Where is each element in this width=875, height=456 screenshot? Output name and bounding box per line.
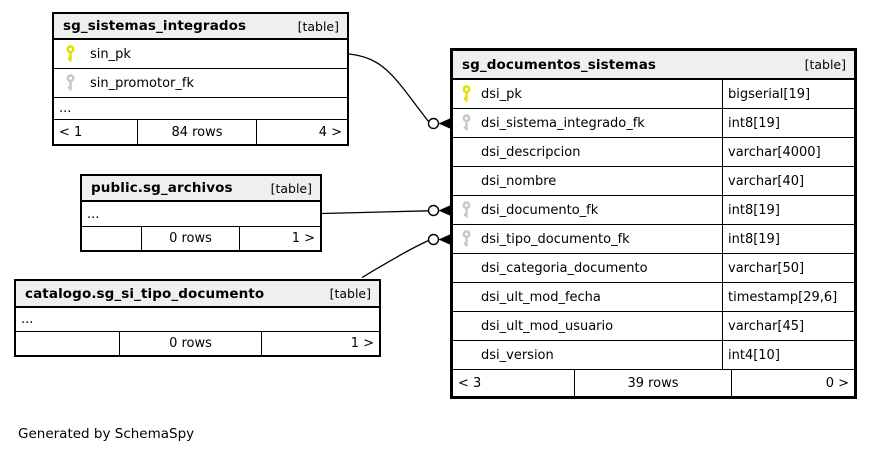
column-name: dsi_descripcion (481, 144, 581, 160)
column-name: dsi_version (481, 347, 554, 363)
column-name-cell: dsi_descripcion (453, 138, 723, 166)
table-name[interactable]: sg_sistemas_integrados (63, 18, 247, 34)
column-row: dsi_ult_mod_usuario varchar[45] (453, 312, 854, 341)
column-name-cell: dsi_sistema_integrado_fk (453, 109, 723, 137)
footer-row-count: 0 rows (120, 332, 262, 355)
column-type: int4[10] (728, 347, 780, 363)
schemaspy-credit: Generated by SchemaSpy (18, 426, 195, 442)
table-name[interactable]: sg_documentos_sistemas (462, 56, 657, 73)
column-name-cell: dsi_categoria_documento (453, 254, 723, 282)
column-row: sin_promotor_fk (54, 69, 347, 98)
column-row: dsi_categoria_documento varchar[50] (453, 254, 854, 283)
column-name: sin_pk (90, 46, 131, 62)
table-header: sg_documentos_sistemas [table] (453, 51, 854, 80)
column-row: dsi_ult_mod_fecha timestamp[29,6] (453, 283, 854, 312)
fk-key-icon (453, 230, 481, 248)
column-name-cell: dsi_version (453, 341, 723, 369)
column-name-cell: dsi_tipo_documento_fk (453, 225, 723, 253)
table-footer: < 3 39 rows 0 > (453, 370, 854, 396)
footer-out-degree: 1 > (350, 336, 374, 351)
table-header: catalogo.sg_si_tipo_documento [table] (16, 281, 379, 308)
footer-row-count: 84 rows (138, 120, 257, 144)
column-type: int8[19] (728, 202, 780, 218)
column-name-cell: dsi_nombre (453, 167, 723, 195)
table-name[interactable]: catalogo.sg_si_tipo_documento (25, 285, 265, 302)
fk-key-icon (453, 201, 481, 219)
footer-in-degree (82, 227, 142, 250)
ellipsis-row: ... (16, 308, 379, 332)
connector-tipo-documento-to-documentos (361, 233, 452, 279)
pk-key-icon (453, 85, 481, 103)
column-name: dsi_nombre (481, 173, 557, 189)
table-footer: 0 rows 1 > (16, 332, 379, 355)
column-type: varchar[4000] (728, 144, 821, 160)
fk-key-icon (54, 74, 90, 92)
footer-out-degree: 4 > (318, 124, 342, 140)
table-node-public-sg-archivos[interactable]: public.sg_archivos [table] ... 0 rows 1 … (80, 174, 322, 252)
footer-in-degree: < 3 (453, 370, 575, 396)
table-footer: < 1 84 rows 4 > (54, 120, 347, 144)
footer-in-degree (16, 332, 120, 355)
column-name-cell: dsi_ult_mod_usuario (453, 312, 723, 340)
column-row: dsi_tipo_documento_fk int8[19] (453, 225, 854, 254)
footer-row-count: 0 rows (142, 227, 240, 250)
table-tag: [table] (297, 18, 339, 34)
column-name-cell: dsi_documento_fk (453, 196, 723, 224)
column-row: dsi_descripcion varchar[4000] (453, 138, 854, 167)
connector-sistemas-integrados-to-documentos (348, 53, 452, 130)
column-row: dsi_sistema_integrado_fk int8[19] (453, 109, 854, 138)
table-tag: [table] (804, 57, 846, 72)
column-row: dsi_pk bigserial[19] (453, 80, 854, 109)
column-name: dsi_sistema_integrado_fk (481, 115, 645, 131)
table-tag: [table] (270, 180, 312, 196)
pk-key-icon (54, 45, 90, 63)
ellipsis-row: ... (82, 202, 320, 227)
ellipsis-row: ... (54, 98, 347, 120)
column-name: dsi_categoria_documento (481, 260, 648, 276)
column-row: dsi_nombre varchar[40] (453, 167, 854, 196)
table-header: public.sg_archivos [table] (82, 176, 320, 202)
column-name: dsi_pk (481, 86, 522, 102)
column-type: timestamp[29,6] (728, 289, 838, 305)
table-node-sg-documentos-sistemas[interactable]: sg_documentos_sistemas [table] dsi_pk big… (450, 48, 857, 399)
table-tag: [table] (329, 286, 371, 301)
table-header: sg_sistemas_integrados [table] (54, 14, 347, 40)
column-type: varchar[45] (728, 318, 805, 334)
column-type: int8[19] (728, 115, 780, 131)
column-type: int8[19] (728, 231, 780, 247)
column-name-cell: sin_pk (54, 40, 347, 68)
column-name: dsi_documento_fk (481, 202, 599, 218)
column-row: dsi_version int4[10] (453, 341, 854, 370)
footer-in-degree: < 1 (54, 120, 138, 144)
column-name: dsi_ult_mod_usuario (481, 318, 614, 334)
column-type: bigserial[19] (728, 86, 811, 102)
connector-circle-icon (427, 117, 440, 130)
footer-out-degree: 0 > (825, 375, 849, 391)
table-node-catalogo-sg-si-tipo-documento[interactable]: catalogo.sg_si_tipo_documento [table] ..… (14, 279, 381, 357)
fk-key-icon (453, 114, 481, 132)
column-row: dsi_documento_fk int8[19] (453, 196, 854, 225)
column-name: dsi_ult_mod_fecha (481, 289, 601, 305)
footer-row-count: 39 rows (575, 370, 732, 396)
column-type: varchar[50] (728, 260, 805, 276)
column-name-cell: sin_promotor_fk (54, 69, 347, 97)
column-type: varchar[40] (728, 173, 805, 189)
connector-circle-icon (427, 204, 440, 217)
column-name: dsi_tipo_documento_fk (481, 231, 630, 247)
table-footer: 0 rows 1 > (82, 227, 320, 250)
column-rows: sin_pk sin_promotor_fk (54, 40, 347, 98)
connector-circle-icon (427, 233, 440, 246)
footer-out-degree: 1 > (291, 231, 315, 246)
table-node-sg-sistemas-integrados[interactable]: sg_sistemas_integrados [table] sin_pk si… (52, 12, 349, 146)
table-name[interactable]: public.sg_archivos (91, 180, 233, 196)
column-name: sin_promotor_fk (90, 75, 195, 91)
column-name-cell: dsi_ult_mod_fecha (453, 283, 723, 311)
column-name-cell: dsi_pk (453, 80, 723, 108)
connector-archivos-to-documentos (321, 204, 452, 217)
column-rows: dsi_pk bigserial[19] dsi_sistema_integrad… (453, 80, 854, 370)
column-row: sin_pk (54, 40, 347, 69)
